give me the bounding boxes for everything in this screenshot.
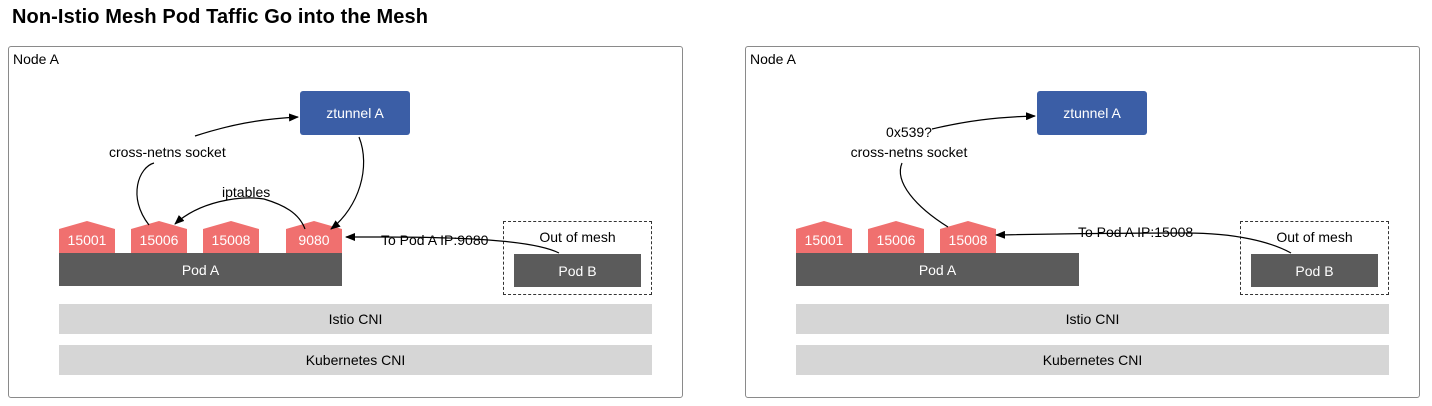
port-15006: 15006	[131, 221, 187, 253]
socket-to-ztunnel-arrow	[194, 113, 299, 137]
port-label: 9080	[298, 232, 330, 248]
port-15001: 15001	[796, 221, 852, 253]
flow-arrows	[899, 112, 1292, 254]
ztunnel-box: ztunnel A	[1037, 91, 1147, 135]
socket-arrow	[899, 162, 949, 228]
port-shape-icon	[131, 221, 187, 253]
iptables-label: iptables	[222, 184, 271, 200]
port-shape-icon	[940, 221, 996, 253]
socket-mark-label: 0x539?	[886, 124, 932, 140]
port-shape-icon	[59, 221, 115, 253]
ztunnel-box: ztunnel A	[300, 91, 410, 135]
port-15001: 15001	[59, 221, 115, 253]
port-15006: 15006	[868, 221, 924, 253]
flow-arrows	[136, 113, 560, 254]
node-a-panel-left: Node A ztunnel A cross-netns socket ipta…	[8, 46, 683, 398]
pod-b: Pod B	[514, 254, 641, 287]
page-title: Non-Istio Mesh Pod Taffic Go into the Me…	[12, 6, 429, 28]
port-shape-icon	[203, 221, 259, 253]
node-label: Node A	[13, 51, 59, 67]
istio-cni-bar: Istio CNI	[796, 304, 1389, 334]
port-shape-icon	[796, 221, 852, 253]
node-label: Node A	[750, 51, 796, 67]
pod-b-to-15008-arrow	[995, 230, 1292, 254]
istio-cni-bar: Istio CNI	[59, 304, 652, 334]
port-15008: 15008	[203, 221, 259, 253]
cross-netns-socket-label: cross-netns socket	[109, 144, 226, 160]
traffic-label: To Pod A IP:15008	[1078, 224, 1194, 240]
out-of-mesh-box: Out of mesh Pod B	[503, 221, 652, 295]
socket-arrow	[136, 162, 155, 226]
port-shape-icon	[868, 221, 924, 253]
port-label: 15008	[211, 232, 251, 248]
out-of-mesh-label: Out of mesh	[1276, 229, 1353, 245]
traffic-label: To Pod A IP:9080	[381, 232, 489, 248]
pod-b-to-9080-arrow	[345, 233, 560, 254]
kubernetes-cni-bar: Kubernetes CNI	[796, 345, 1389, 375]
ztunnel-to-9080-arrow	[330, 136, 365, 230]
port-label: 15001	[67, 232, 107, 248]
iptables-arrow	[174, 197, 306, 230]
port-15008: 15008	[940, 221, 996, 253]
port-label: 15001	[804, 232, 844, 248]
out-of-mesh-box: Out of mesh Pod B	[1240, 221, 1389, 295]
port-9080: 9080	[286, 221, 342, 253]
node-a-panel-right: Node A ztunnel A 0x539? cross-netns sock…	[745, 46, 1420, 398]
port-shape-icon	[286, 221, 342, 253]
port-label: 15008	[948, 232, 988, 248]
kubernetes-cni-bar: Kubernetes CNI	[59, 345, 652, 375]
port-label: 15006	[876, 232, 916, 248]
port-label: 15006	[139, 232, 179, 248]
pod-a: Pod A	[59, 253, 342, 286]
pod-a: Pod A	[796, 253, 1079, 286]
socket-to-ztunnel-arrow	[931, 112, 1036, 130]
cross-netns-socket-label: cross-netns socket	[850, 144, 968, 160]
pod-b: Pod B	[1251, 254, 1378, 287]
out-of-mesh-label: Out of mesh	[539, 229, 616, 245]
